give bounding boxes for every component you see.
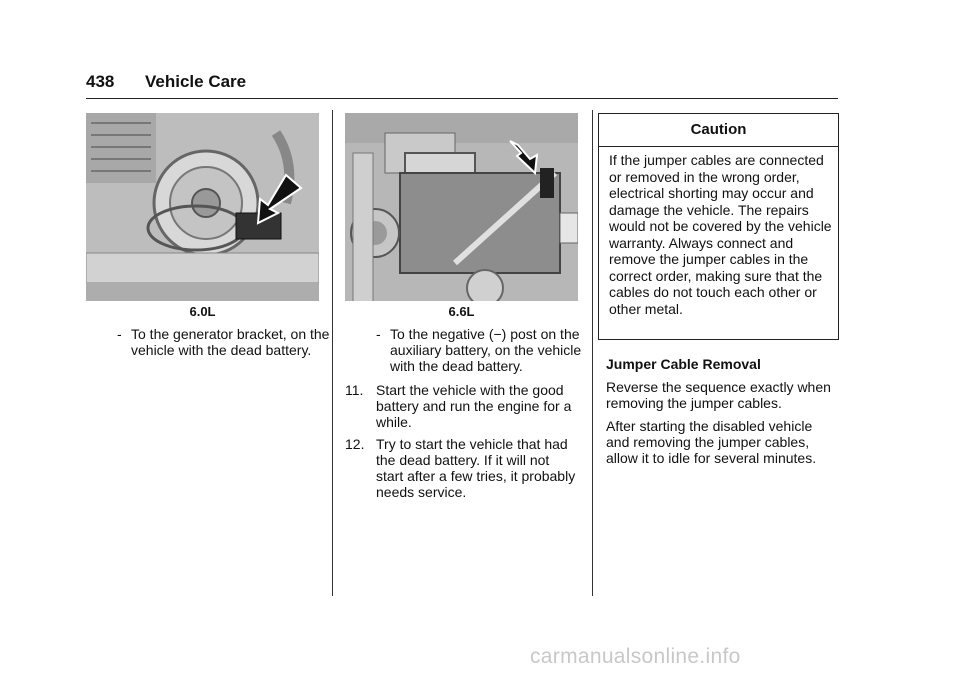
list-dash: -: [376, 326, 381, 342]
figure-caption-6-0l: 6.0L: [189, 304, 216, 319]
engine-illustration-6-6l: [345, 113, 578, 301]
arrow-icon: [509, 140, 539, 176]
removal-paragraph-1: Reverse the sequence exactly when removi…: [606, 379, 831, 411]
removal-paragraph-2: After starting the disabled vehicle and …: [606, 418, 817, 466]
jumper-cable-removal-heading: Jumper Cable Removal: [606, 356, 761, 372]
arrow-icon: [256, 173, 303, 225]
caution-body: If the jumper cables are connected or re…: [609, 152, 832, 317]
list-item-negative-post: To the negative (−) post on the auxiliar…: [390, 326, 582, 374]
watermark: carmanualsonline.info: [530, 645, 741, 668]
column-divider: [332, 110, 333, 596]
engine-illustration-6-0l: [86, 113, 319, 301]
figure-caption-6-6l: 6.6L: [448, 304, 475, 319]
header-rule: [86, 98, 838, 99]
section-title: Vehicle Care: [145, 72, 247, 91]
caution-title: Caution: [599, 114, 838, 147]
step-text-12: Try to start the vehicle that had the de…: [376, 436, 576, 500]
list-dash: -: [117, 326, 122, 342]
list-item-generator-bracket: To the generator bracket, on the vehicle…: [131, 326, 330, 358]
column-divider: [592, 110, 593, 596]
step-number-12: 12.: [345, 436, 365, 452]
caution-box: Caution If the jumper cables are connect…: [598, 113, 839, 340]
page-number: 438: [86, 72, 115, 91]
engine-photo-6-0l: [86, 113, 319, 301]
step-text-11: Start the vehicle with the good battery …: [376, 382, 572, 430]
engine-photo-6-6l: [345, 113, 578, 301]
page-header: 438 Vehicle Care: [86, 72, 838, 98]
step-number-11: 11.: [345, 382, 364, 398]
